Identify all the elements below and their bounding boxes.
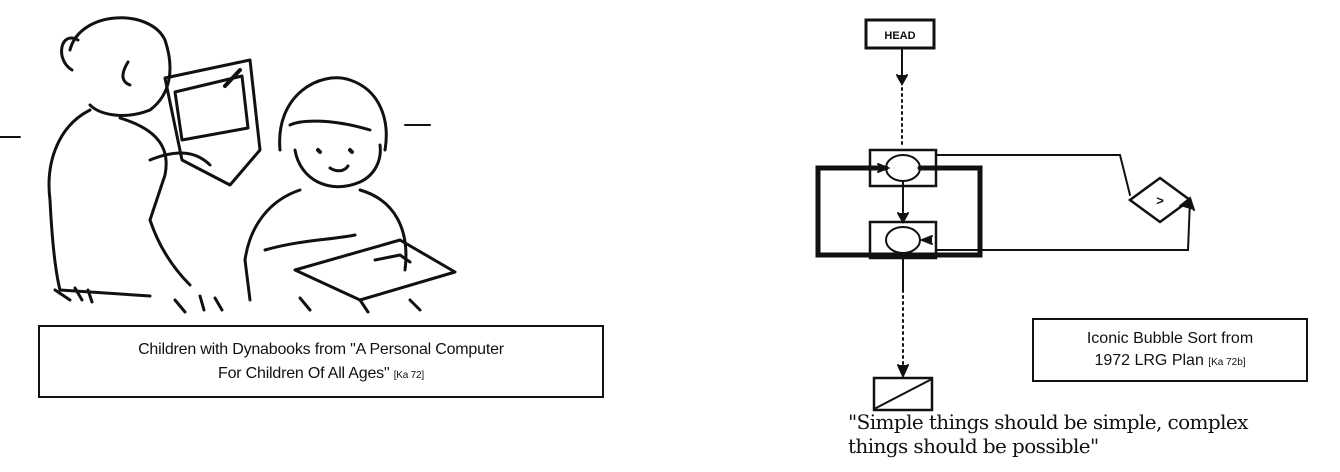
- bubble-sort-caption-cite: [Ka 72b]: [1208, 357, 1246, 368]
- dynabook-caption-line2-text: For Children Of All Ages": [218, 365, 390, 382]
- compare-diamond: [1127, 176, 1193, 224]
- kay-quote: "Simple things should be simple, complex…: [848, 410, 1340, 458]
- node-bottom-oval: [885, 226, 921, 254]
- node-top-oval: [885, 154, 921, 182]
- terminal-box: [872, 376, 934, 412]
- head-label: HEAD: [884, 30, 915, 42]
- compare-label: >: [1156, 193, 1164, 208]
- bubble-sort-caption-box: Iconic Bubble Sort from 1972 LRG Plan [K…: [1032, 318, 1308, 382]
- bubble-sort-diagram: HEAD >: [815, 18, 1195, 412]
- children-with-dynabooks-drawing: [0, 16, 457, 314]
- bubble-sort-caption-line1: Iconic Bubble Sort from: [1086, 330, 1254, 347]
- quote-line2: things should be possible": [848, 434, 1099, 458]
- head-box: [864, 18, 936, 50]
- dynabook-caption-cite: [Ka 72]: [393, 370, 424, 381]
- dynabook-caption-line1: Children with Dynabooks from "A Personal…: [138, 341, 504, 358]
- bubble-sort-caption-line2: 1972 LRG Plan [Ka 72b]: [1034, 350, 1306, 374]
- dynabook-caption-line2: For Children Of All Ages" [Ka 72]: [40, 362, 602, 388]
- dynabook-caption-box: Children with Dynabooks from "A Personal…: [38, 325, 604, 398]
- quote-line1: "Simple things should be simple, complex: [848, 410, 1248, 434]
- bubble-sort-caption-line2-text: 1972 LRG Plan: [1094, 352, 1204, 369]
